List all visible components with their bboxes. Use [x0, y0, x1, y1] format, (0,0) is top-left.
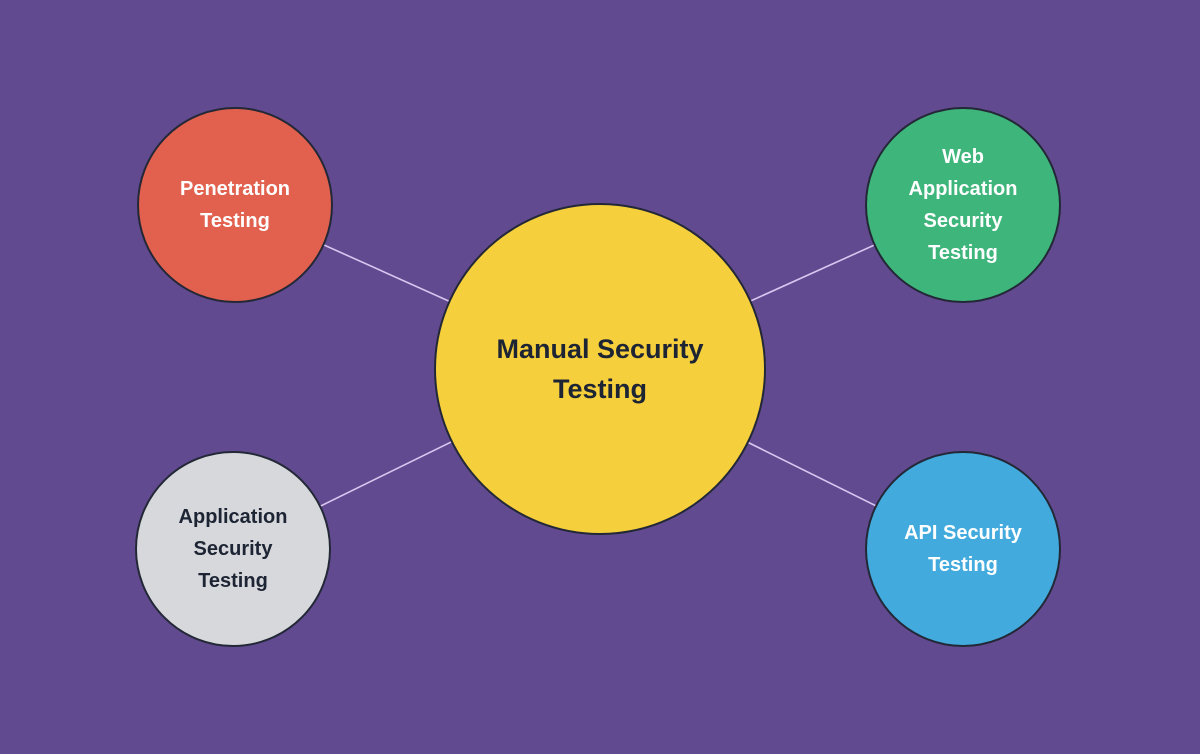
center-node-label: Manual Security Testing — [496, 333, 704, 405]
node-penetration-testing: Penetration Testing — [137, 107, 333, 303]
node-penetration-testing-label: Penetration Testing — [179, 178, 291, 232]
node-application-security-testing: Application Security Testing — [135, 451, 331, 647]
node-api-security-testing-label: API Security Testing — [904, 522, 1022, 576]
node-web-application-security-testing-label: Web Application Security Testing — [908, 146, 1018, 264]
node-web-application-security-testing: Web Application Security Testing — [865, 107, 1061, 303]
node-application-security-testing-label: Application Security Testing — [178, 506, 288, 592]
node-api-security-testing: API Security Testing — [865, 451, 1061, 647]
center-node-manual-security-testing: Manual Security Testing — [434, 203, 766, 535]
